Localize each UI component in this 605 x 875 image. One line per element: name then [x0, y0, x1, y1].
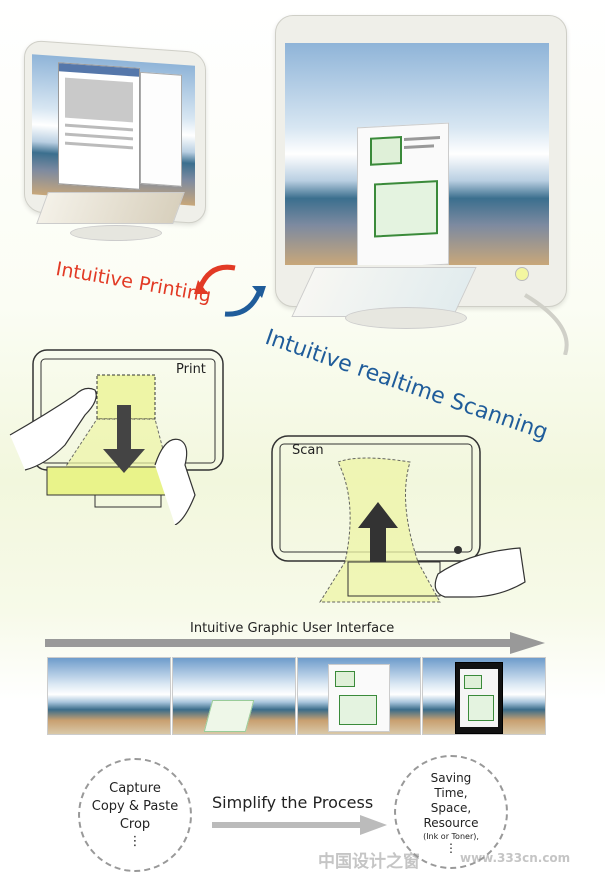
circle-item: Resource	[423, 815, 479, 830]
circle-dots: ⋮	[445, 840, 457, 855]
circle-item: Saving	[430, 770, 472, 785]
gui-step-4	[422, 657, 546, 735]
circle-item: Capture	[109, 781, 161, 796]
gui-progress-arrow-icon	[45, 632, 545, 654]
gui-step-1	[47, 657, 171, 735]
gui-step-3	[297, 657, 421, 735]
gui-step-2	[172, 657, 296, 735]
circle-item: Crop	[119, 817, 151, 832]
circle-item: Space,	[430, 800, 472, 815]
gui-label: Intuitive Graphic User Interface	[190, 621, 395, 636]
simplify-arrow-icon	[212, 815, 387, 835]
watermark-cn: 中国设计之窗	[318, 852, 420, 872]
simplify-label: Simplify the Process	[212, 793, 374, 812]
monitor-screen	[32, 54, 195, 206]
crop-frame	[455, 662, 503, 734]
circle-item: Time,	[434, 785, 468, 800]
print-label: Print	[176, 362, 206, 377]
capture-circle: Capture Copy & Paste Crop ⋮	[78, 758, 192, 872]
monitor-stand	[70, 225, 162, 241]
cycle-arrows-icon	[194, 264, 266, 317]
printing-monitor	[20, 39, 210, 242]
watermark-url: www.333cn.com	[460, 851, 571, 865]
circle-dots: ⋮	[128, 834, 142, 849]
scan-label: Scan	[292, 443, 324, 458]
monitor-screen	[285, 43, 549, 265]
document-window	[140, 71, 182, 187]
scanned-document	[328, 664, 390, 732]
scan-sketch	[271, 435, 526, 603]
scanned-document	[203, 700, 255, 732]
circle-note: (Ink or Toner),	[423, 831, 479, 841]
browser-window	[58, 62, 140, 190]
power-button[interactable]	[515, 267, 529, 281]
printed-paper	[36, 192, 185, 224]
monitor-cable	[523, 293, 569, 355]
saving-circle: Saving Time, Space, Resource (Ink or Ton…	[394, 755, 508, 869]
scanned-document	[357, 122, 449, 265]
circle-item: Copy & Paste	[91, 799, 179, 814]
print-sketch	[9, 349, 224, 525]
scanning-monitor	[275, 15, 585, 355]
monitor-stand	[345, 307, 467, 329]
